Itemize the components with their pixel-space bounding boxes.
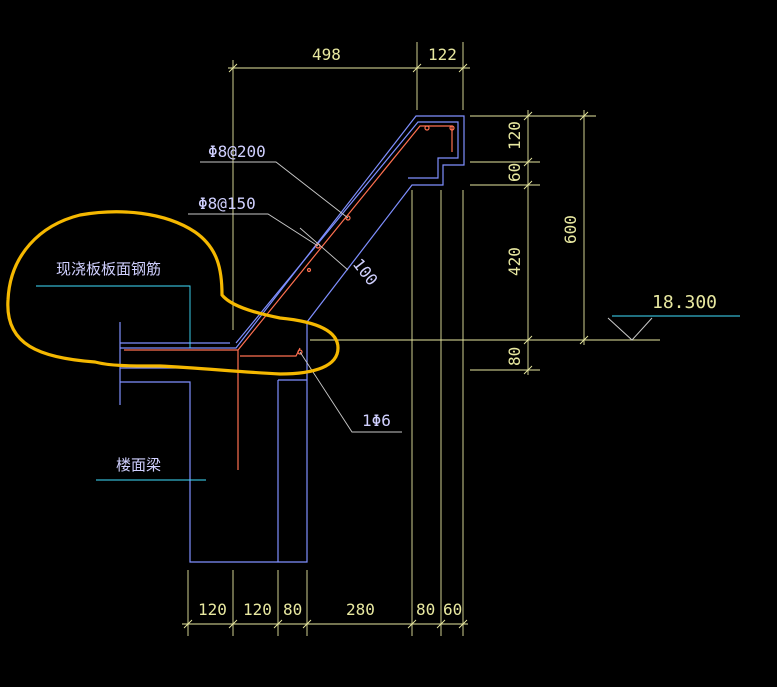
dim-bottom-280: 280 (346, 600, 375, 619)
concrete-outline (119, 115, 465, 563)
elevation-value: 18.300 (652, 292, 717, 313)
label-phi8-150: Φ8@150 (198, 194, 256, 213)
rebar-dot-5 (297, 349, 303, 355)
leader-1phi6 (299, 351, 402, 433)
leader-100 (299, 227, 349, 271)
label-line-slab (36, 285, 191, 348)
dim-bottom-80b: 80 (416, 600, 435, 619)
rebar-sloped-bottom (240, 347, 301, 357)
highlight-loop (6, 210, 340, 376)
label-beam: 楼面梁 (116, 456, 161, 474)
leader-phi8-200 (200, 161, 349, 219)
rebar-group (124, 125, 455, 470)
rebar-dot-3 (345, 215, 351, 221)
inner-outline-parapet (235, 121, 459, 344)
label-lines (36, 285, 740, 481)
label-100: 100 (349, 255, 382, 289)
dim-bottom-120b: 120 (243, 600, 272, 619)
section-outline-main (120, 115, 465, 563)
dim-top-498: 498 (312, 45, 341, 64)
rebar-sloped-top (124, 125, 453, 351)
leader-lines (188, 161, 402, 433)
label-slab-rebar: 现浇板板面钢筋 (56, 260, 161, 278)
dim-right-60: 60 (505, 163, 524, 182)
dim-bottom-80a: 80 (283, 600, 302, 619)
rebar-dot-1 (424, 125, 430, 131)
label-1phi6: 1Φ6 (362, 411, 391, 430)
rebar-dot-6 (306, 267, 312, 273)
dim-right-80: 80 (505, 347, 524, 366)
dim-top-122: 122 (428, 45, 457, 64)
dim-bottom-120a: 120 (198, 600, 227, 619)
leader-phi8-150 (188, 213, 319, 247)
dim-bottom-60: 60 (443, 600, 462, 619)
dim-right-420: 420 (505, 247, 524, 276)
dimension-lines (182, 42, 660, 636)
dim-right-600: 600 (561, 215, 580, 244)
dim-right-120: 120 (505, 121, 524, 150)
elevation-triangle (607, 317, 653, 341)
label-phi8-200: Φ8@200 (208, 142, 266, 161)
rebar-dot-2 (449, 125, 455, 131)
